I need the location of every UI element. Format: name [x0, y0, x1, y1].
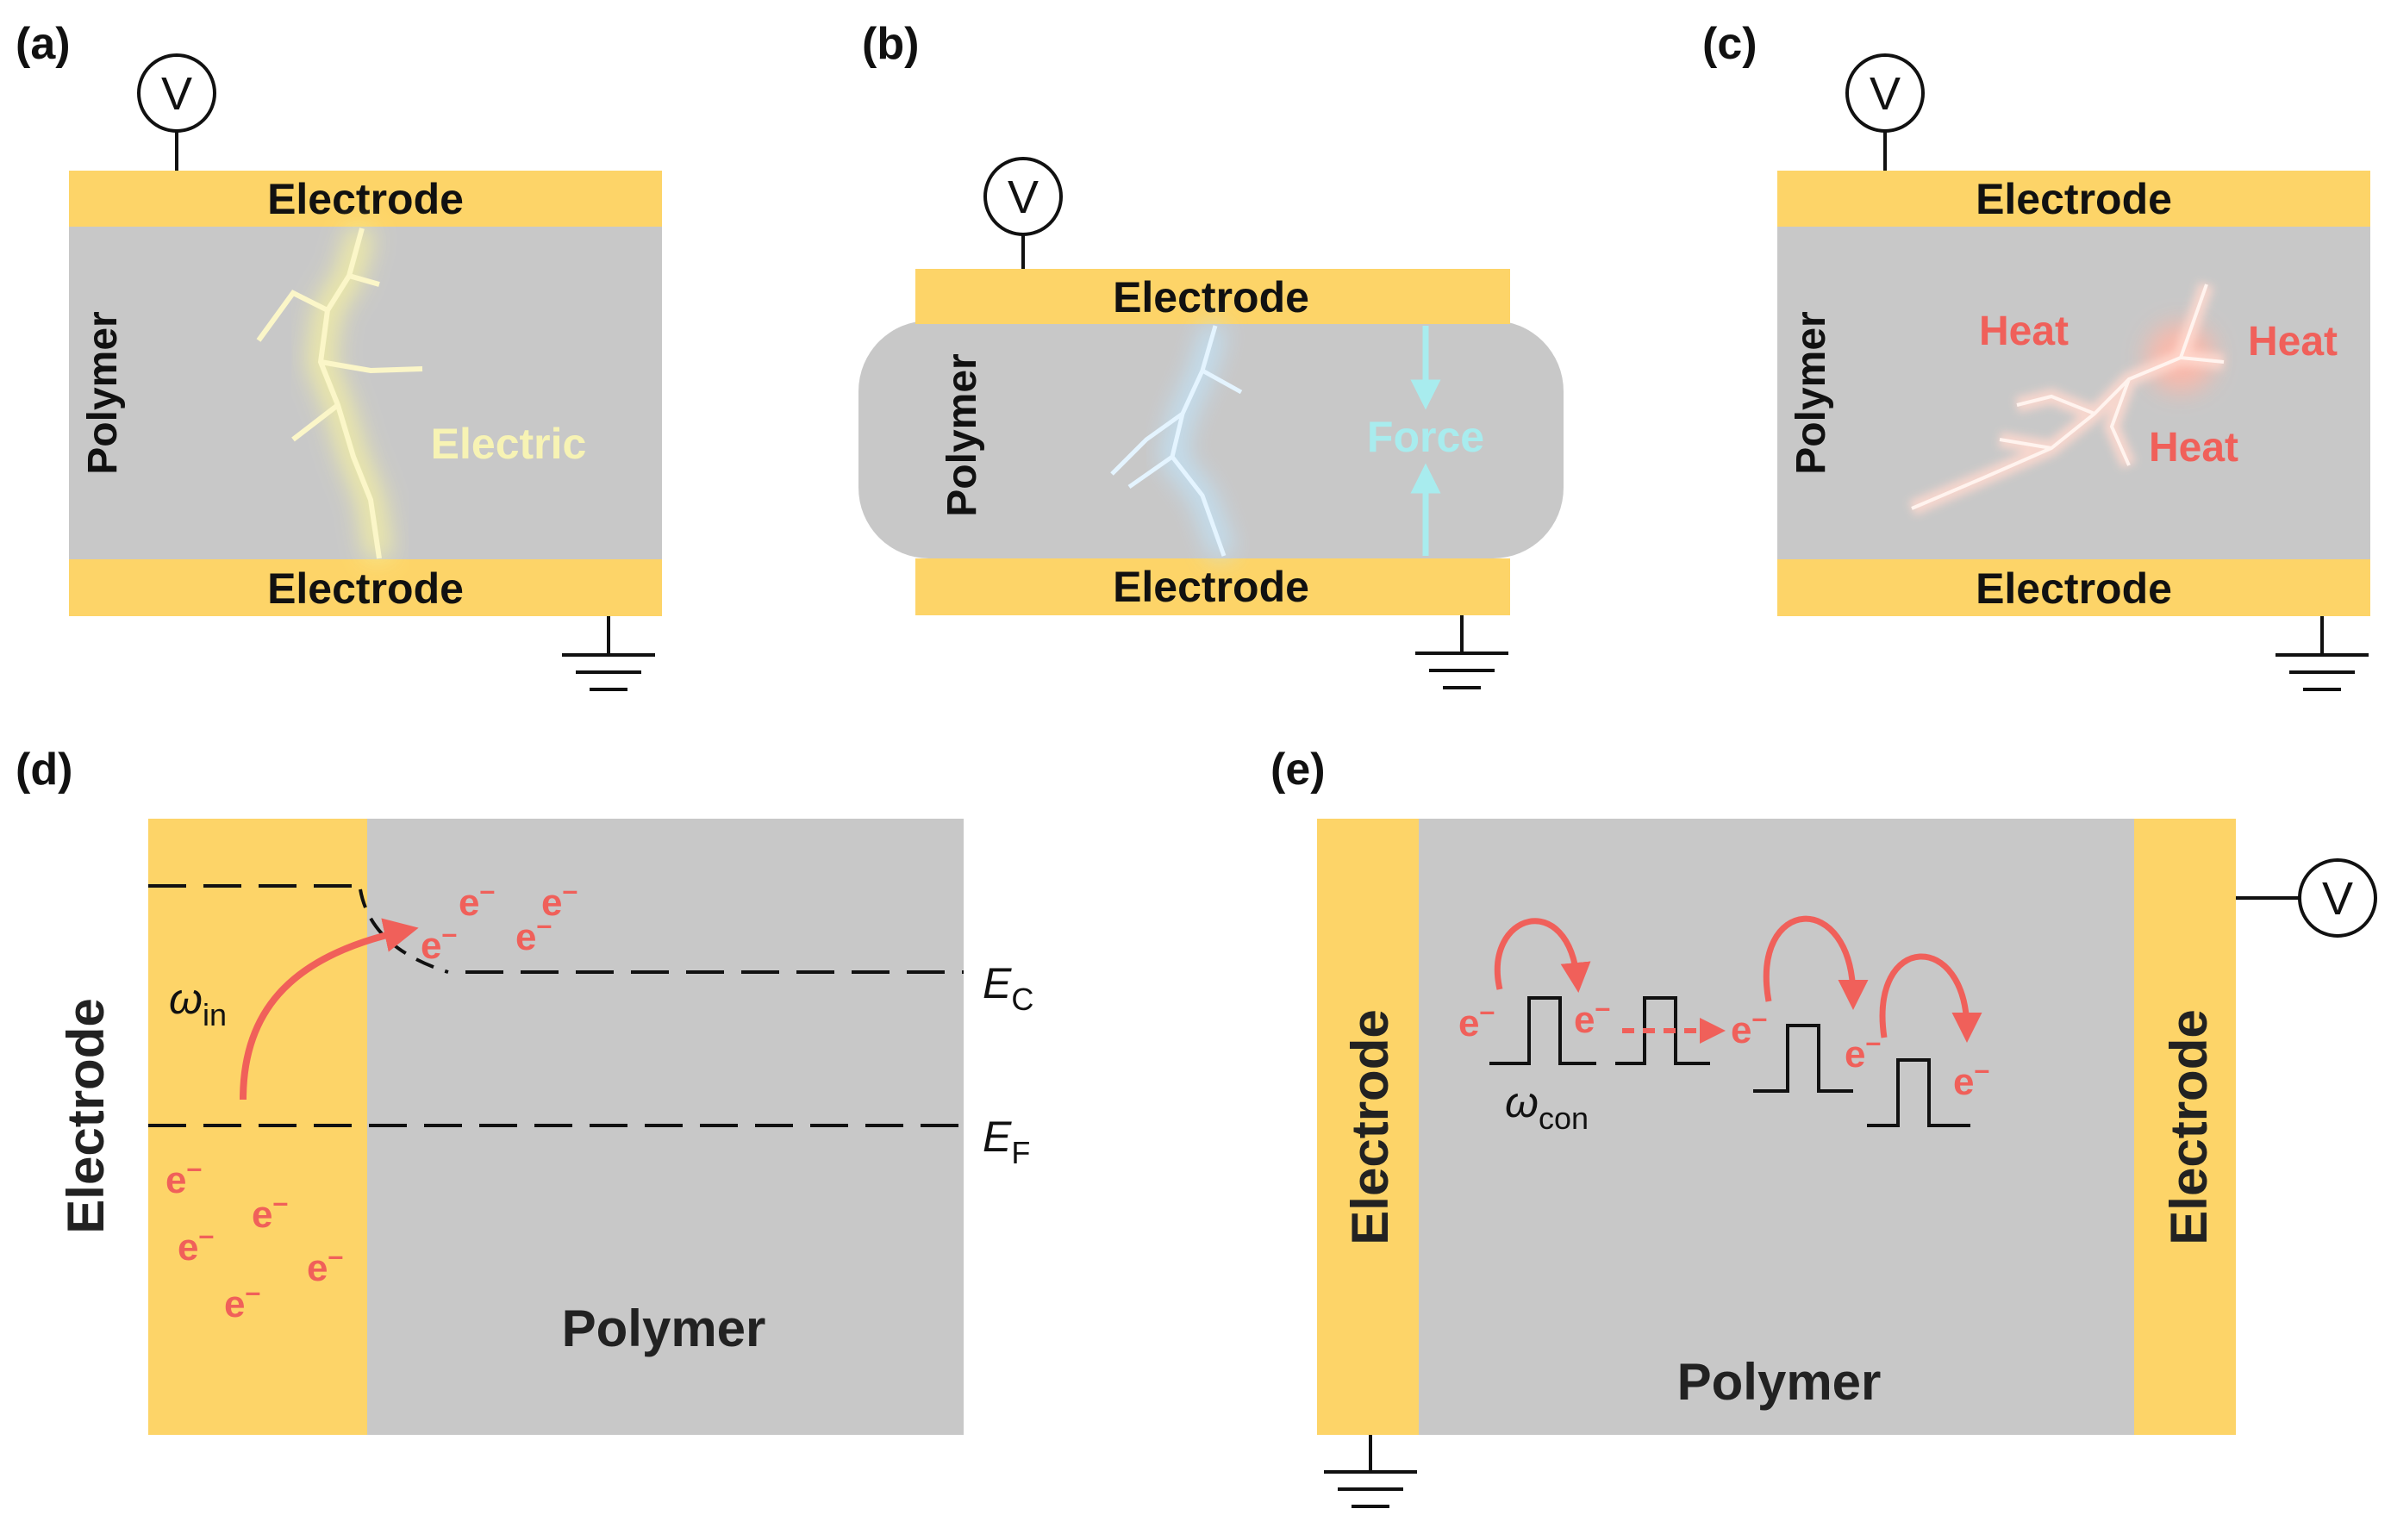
- panel-c-label: (c): [1702, 19, 1757, 69]
- voltmeter-symbol: V: [2322, 873, 2353, 925]
- electron: e–: [178, 1219, 214, 1269]
- electrode-right: [2134, 819, 2236, 1435]
- barrier: [1489, 996, 1596, 1065]
- ec-label: EC: [983, 959, 1033, 1017]
- polymer-label: Polymer: [1789, 311, 1834, 474]
- electron: e–: [541, 875, 577, 924]
- electric-label: Electric: [431, 420, 587, 468]
- electron: e–: [515, 909, 552, 958]
- electron: e–: [421, 918, 457, 967]
- electrode-bottom: [69, 559, 662, 616]
- polymer-label: Polymer: [80, 311, 126, 474]
- electrode-top-label: Electrode: [1113, 273, 1309, 321]
- heat-label: Heat: [2149, 425, 2238, 471]
- hop-arrow: [1879, 953, 1982, 1043]
- electrode-label: Electrode: [57, 998, 115, 1233]
- polymer-label: Polymer: [1677, 1353, 1882, 1411]
- panel-b-label: (b): [862, 19, 919, 69]
- electron: e–: [1574, 992, 1610, 1041]
- ground-icon: [2276, 616, 2369, 691]
- polymer-layer: [1777, 227, 2370, 559]
- electron: e–: [307, 1240, 343, 1289]
- panel-c: (c) V Electrode Electrode Polymer Heat H…: [1702, 19, 2370, 691]
- electron: e–: [1845, 1026, 1881, 1076]
- electrode-top-label: Electrode: [1976, 175, 2172, 223]
- voltmeter-icon: [1845, 53, 1925, 133]
- voltmeter-icon: [2298, 858, 2377, 938]
- ground-icon: [1324, 1435, 1417, 1508]
- lightning-icon: [256, 225, 423, 561]
- barrier: [1753, 1024, 1853, 1093]
- electrode-top: [1777, 171, 2370, 227]
- panel-e-label: (e): [1270, 745, 1326, 795]
- lightning-icon: [1110, 322, 1243, 560]
- electrode-left-label: Electrode: [1341, 1009, 1399, 1244]
- omega-con-label: ωcon: [1505, 1078, 1589, 1136]
- polymer-layer: [858, 321, 1564, 558]
- electrode-bottom-label: Electrode: [1113, 563, 1309, 611]
- electron: e–: [252, 1187, 288, 1236]
- electron: e–: [165, 1152, 202, 1201]
- voltmeter-icon: [983, 157, 1063, 236]
- electrode-bottom-label: Electrode: [1976, 564, 2172, 613]
- ground-icon: [562, 616, 655, 691]
- barrier: [1867, 1058, 1970, 1127]
- panel-b: (b) V Electrode Electrode Polymer Force: [858, 19, 1564, 689]
- panel-a: (a) V Electrode Electrode Polymer Electr…: [16, 19, 662, 691]
- hop-arrow: [1494, 918, 1591, 993]
- electrode-bottom-label: Electrode: [267, 564, 464, 613]
- hop-arrow: [1763, 915, 1869, 1010]
- electrode-top-label: Electrode: [267, 175, 464, 223]
- electron-group: e– e– e– e– e–: [165, 1152, 343, 1325]
- panel-e: (e) Electrode Electrode Polymer V: [1270, 745, 2377, 1508]
- voltmeter-symbol: V: [161, 68, 192, 120]
- electrode-top: [915, 269, 1510, 324]
- force-label: Force: [1367, 413, 1484, 461]
- barrier: [1615, 996, 1710, 1065]
- heat-label: Heat: [2248, 319, 2338, 365]
- ef-label: EF: [983, 1113, 1030, 1170]
- polymer-label: Polymer: [562, 1300, 766, 1357]
- electrode-bottom: [915, 558, 1510, 615]
- electrode-right-label: Electrode: [2160, 1009, 2218, 1244]
- electron: e–: [459, 875, 495, 924]
- ground-icon: [1415, 615, 1508, 689]
- lightning-icon: [1908, 282, 2225, 516]
- electron-group: e– e– e– e–: [421, 875, 577, 967]
- electrode-top: [69, 171, 662, 227]
- electrode-left: [1317, 819, 1419, 1435]
- electron: e–: [224, 1276, 260, 1325]
- conduction-band-line: [148, 884, 964, 974]
- voltmeter-symbol: V: [1008, 171, 1039, 223]
- panel-d: (d) Electrode Polymer EC EF ωin e– e– e–…: [16, 745, 1033, 1435]
- electrode-bottom: [1777, 559, 2370, 616]
- polymer-layer: [1419, 819, 2134, 1435]
- electron: e–: [1953, 1054, 1989, 1103]
- omega-in-label: ωin: [169, 975, 227, 1032]
- panel-a-label: (a): [16, 19, 71, 69]
- trap-barriers: [1489, 996, 1970, 1127]
- voltmeter-symbol: V: [1870, 68, 1901, 120]
- electron: e–: [1458, 995, 1495, 1044]
- injection-arrow: [240, 918, 419, 1100]
- electron-group: e– e– e– e– e–: [1458, 992, 1989, 1103]
- electron: e–: [1731, 1002, 1767, 1051]
- polymer-label: Polymer: [940, 353, 985, 516]
- heat-label: Heat: [1979, 309, 2069, 354]
- voltmeter-icon: [137, 53, 216, 133]
- panel-d-label: (d): [16, 745, 72, 795]
